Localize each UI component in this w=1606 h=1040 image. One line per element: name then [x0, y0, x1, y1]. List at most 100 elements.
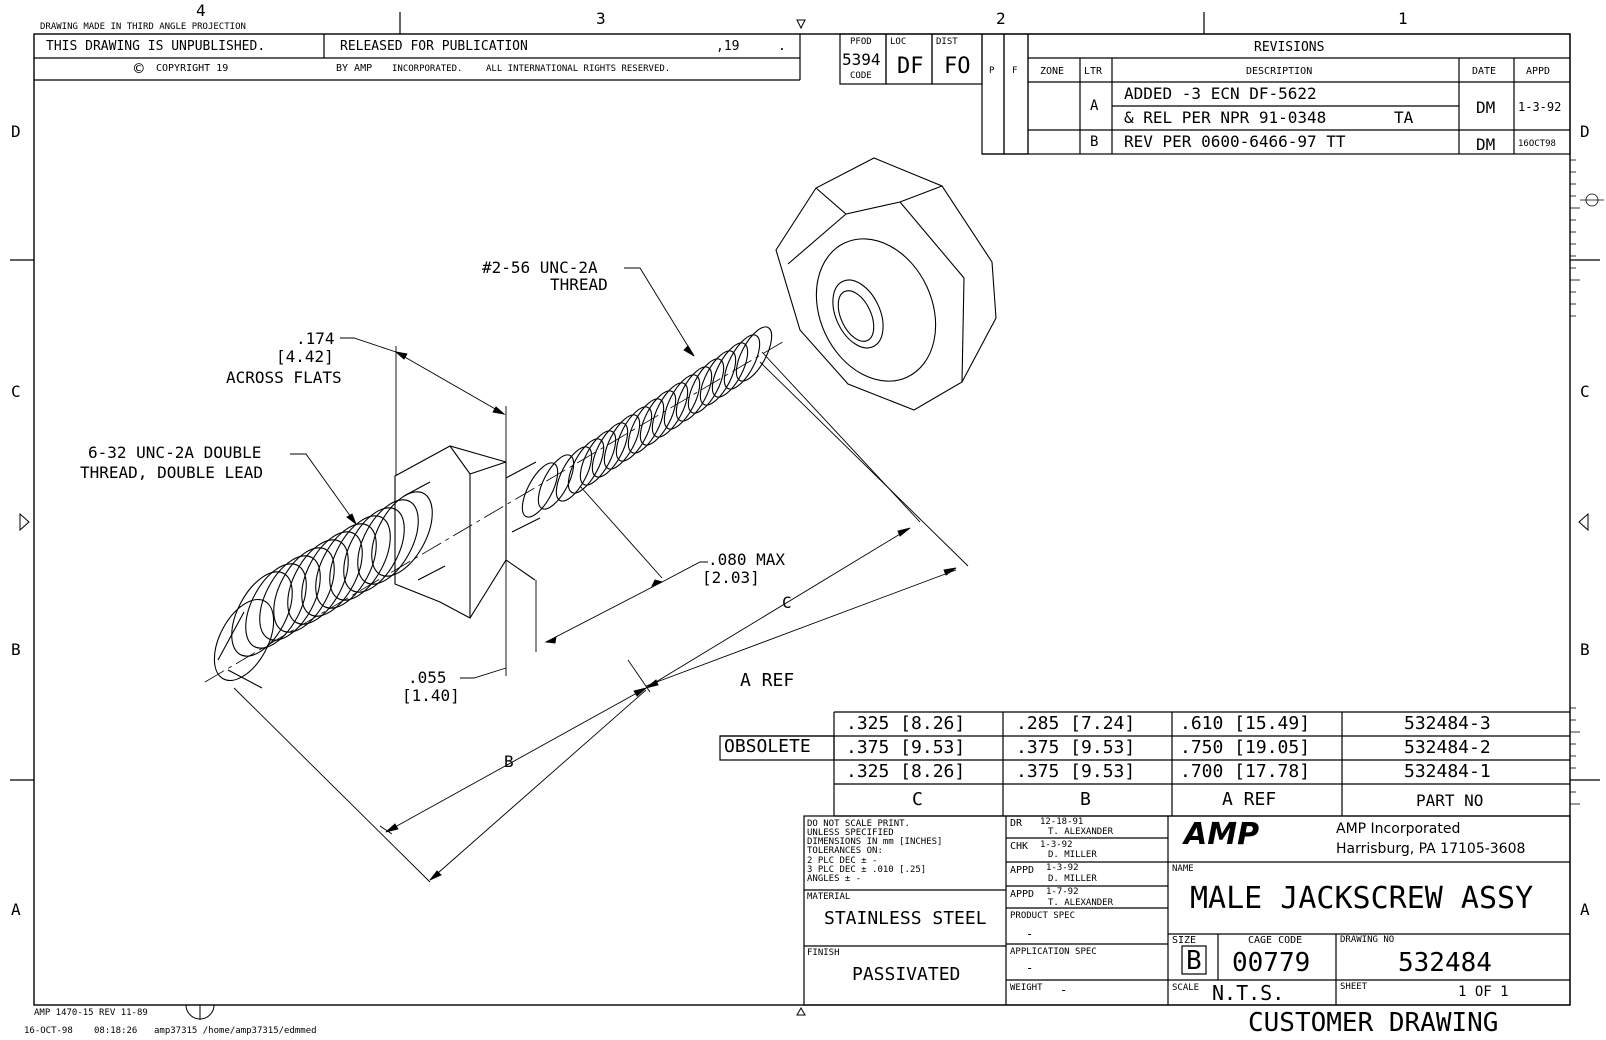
zone-label-right-d: D	[1580, 122, 1590, 141]
copyright-icon: ©	[134, 59, 144, 78]
finish-value: PASSIVATED	[852, 964, 961, 985]
scale-value: N.T.S.	[1212, 981, 1285, 1005]
revisions-title: REVISIONS	[1254, 40, 1325, 55]
drawing-name: MALE JACKSCREW ASSY	[1190, 881, 1534, 916]
zone-label-top-3: 3	[596, 9, 606, 28]
released-notice: RELEASED FOR PUBLICATION	[340, 39, 528, 54]
rights-text: ALL INTERNATIONAL RIGHTS RESERVED.	[486, 64, 671, 74]
cage-code-label: CAGE CODE	[1248, 935, 1303, 946]
zone-label-left-a: A	[11, 900, 21, 919]
pfod-label: PFOD	[850, 37, 872, 47]
cage-code-value: 00779	[1232, 948, 1311, 978]
pfod-value: 5394	[842, 50, 881, 69]
weight-label: WEIGHT	[1010, 983, 1043, 993]
drawing-no-value: 532484	[1398, 948, 1492, 978]
note-line-3: DIMENSIONS IN mm [INCHES]	[807, 837, 943, 847]
size-value: B	[1186, 946, 1202, 976]
drawing-no-label: DRAWING NO	[1340, 935, 1395, 945]
plot-time: 08:18:26	[94, 1026, 138, 1036]
table-row-3-a: .610 [15.49]	[1180, 713, 1311, 734]
zone-label-top-4: 4	[196, 1, 206, 20]
center-mark-bottom	[796, 1006, 806, 1016]
center-mark-right	[1578, 512, 1589, 532]
company-name: AMP Incorporated	[1336, 821, 1461, 837]
table-row-2-b: .375 [9.53]	[1016, 737, 1136, 758]
projection-note: DRAWING MADE IN THIRD ANGLE PROJECTION	[40, 22, 246, 32]
dim-label-c: C	[782, 593, 792, 612]
callout-small-dim-mm: [1.40]	[402, 686, 460, 705]
dr-label: DR	[1010, 818, 1023, 829]
loc-label: LOC	[890, 37, 907, 47]
chk-label: CHK	[1010, 841, 1029, 852]
appd2-label: APPD	[1010, 889, 1035, 900]
appd2-date: 1-7-92	[1046, 887, 1079, 897]
note-line-1: DO NOT SCALE PRINT.	[807, 819, 910, 829]
rev-b-appd: 16OCT98	[1518, 139, 1556, 149]
appd2-name: T. ALEXANDER	[1048, 898, 1114, 908]
note-line-4: TOLERANCES ON:	[807, 846, 883, 856]
material-label: MATERIAL	[807, 892, 851, 902]
p-column: P	[989, 66, 995, 76]
sheet-label: SHEET	[1340, 982, 1368, 992]
callout-flats-mm: [4.42]	[276, 347, 334, 366]
release-dot: .	[778, 39, 786, 54]
obsolete-label: OBSOLETE	[724, 736, 811, 757]
table-header-a-ref: A REF	[1222, 789, 1277, 810]
hex-body	[394, 445, 536, 619]
rev-header-description: DESCRIPTION	[1246, 66, 1313, 77]
callout-flats: .174	[296, 329, 335, 348]
callout-big-thread-2: THREAD, DOUBLE LEAD	[80, 463, 264, 482]
center-mark-top	[796, 19, 806, 30]
zone-label-top-2: 2	[996, 9, 1006, 28]
rev-a-ltr: A	[1090, 98, 1099, 114]
scale-label: SCALE	[1172, 983, 1200, 993]
table-row-1-a: .700 [17.78]	[1180, 761, 1311, 782]
code-label: CODE	[850, 71, 872, 81]
table-row-1-c: .325 [8.26]	[846, 761, 966, 782]
copyright-year: COPYRIGHT 19	[156, 63, 229, 74]
note-line-2: UNLESS SPECIFIED	[807, 828, 894, 838]
application-spec-value: -	[1026, 961, 1034, 975]
rev-b-date: DM	[1476, 135, 1496, 154]
release-year: ,19	[716, 39, 740, 54]
company-address: Harrisburg, PA 17105-3608	[1336, 841, 1526, 857]
rev-a-appd: 1-3-92	[1518, 100, 1562, 114]
size-label: SIZE	[1172, 935, 1197, 946]
table-header-part-no: PART NO	[1416, 791, 1484, 810]
appd1-date: 1-3-92	[1046, 863, 1079, 873]
zone-label-left-d: D	[11, 122, 21, 141]
dr-date: 12-18-91	[1040, 817, 1084, 827]
rev-a-initials: TA	[1394, 108, 1414, 127]
zone-label-top-1: 1	[1398, 9, 1408, 28]
rev-a-line2: & REL PER NPR 91-0348	[1124, 108, 1327, 127]
material-value: STAINLESS STEEL	[824, 908, 987, 929]
note-line-7: ANGLES ± -	[807, 874, 862, 884]
border-frame	[33, 33, 1571, 1006]
center-mark-left	[19, 512, 30, 532]
table-row-2-c: .375 [9.53]	[846, 737, 966, 758]
dimension-lines	[233, 267, 969, 883]
dim-label-b: B	[504, 752, 514, 771]
big-thread-ribs	[231, 491, 433, 657]
zone-label-left-b: B	[11, 640, 21, 659]
rev-a-line1: ADDED -3 ECN DF-5622	[1124, 84, 1317, 103]
table-row-3-c: .325 [8.26]	[846, 713, 966, 734]
zone-label-right-b: B	[1580, 640, 1590, 659]
small-thread-ribs	[555, 326, 773, 502]
name-label: NAME	[1172, 864, 1194, 874]
chk-date: 1-3-92	[1040, 840, 1073, 850]
amp-logo: AMP	[1184, 817, 1260, 852]
note-line-5: 2 PLC DEC ± -	[807, 856, 878, 866]
unpublished-notice: THIS DRAWING IS UNPUBLISHED.	[46, 39, 266, 54]
rev-a-date: DM	[1476, 98, 1496, 117]
note-line-6: 3 PLC DEC ± .010 [.25]	[807, 865, 927, 875]
callout-flats-text: ACROSS FLATS	[226, 368, 342, 387]
appd1-label: APPD	[1010, 865, 1035, 876]
zone-label-right-a: A	[1580, 900, 1590, 919]
dist-value: FO	[944, 54, 971, 79]
callout-max: .080 MAX	[708, 550, 786, 569]
incorporated-text: INCORPORATED.	[392, 64, 463, 74]
plot-path: amp37315 /home/amp37315/edmmed	[154, 1026, 317, 1036]
rev-header-ltr: LTR	[1084, 66, 1103, 77]
